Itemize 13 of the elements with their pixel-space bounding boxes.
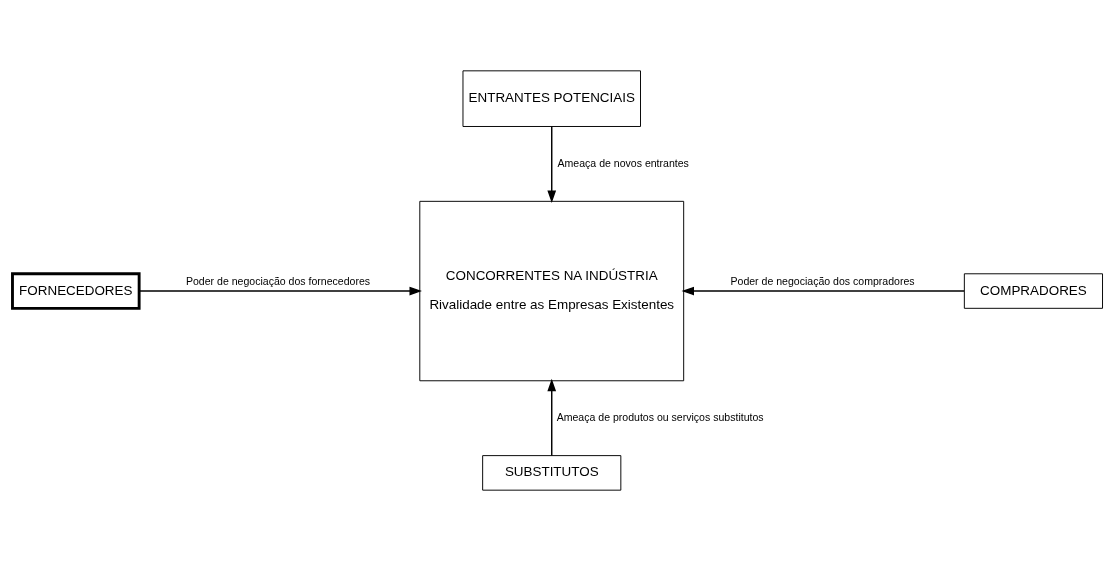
node-box: CONCORRENTES NA INDÚSTRIA Rivalidade entre as Empresas Existentes — [419, 200, 685, 382]
arrow — [681, 286, 965, 296]
arrow — [138, 286, 422, 296]
node-box: FORNECEDORES — [11, 272, 141, 310]
arrow — [547, 378, 557, 457]
node-box: COMPRADORES — [963, 273, 1103, 309]
edge-label: Ameaça de produtos ou serviços substitutos — [556, 410, 764, 423]
edge-label: Poder de negociação dos fornecedores — [185, 275, 371, 288]
edge-label: Ameaça de novos entrantes — [557, 156, 689, 169]
node-box: SUBSTITUTOS — [482, 455, 622, 491]
node-box: ENTRANTES POTENCIAIS — [462, 70, 641, 127]
arrow — [547, 125, 557, 204]
edge-label: Poder de negociação dos compradores — [730, 275, 915, 288]
